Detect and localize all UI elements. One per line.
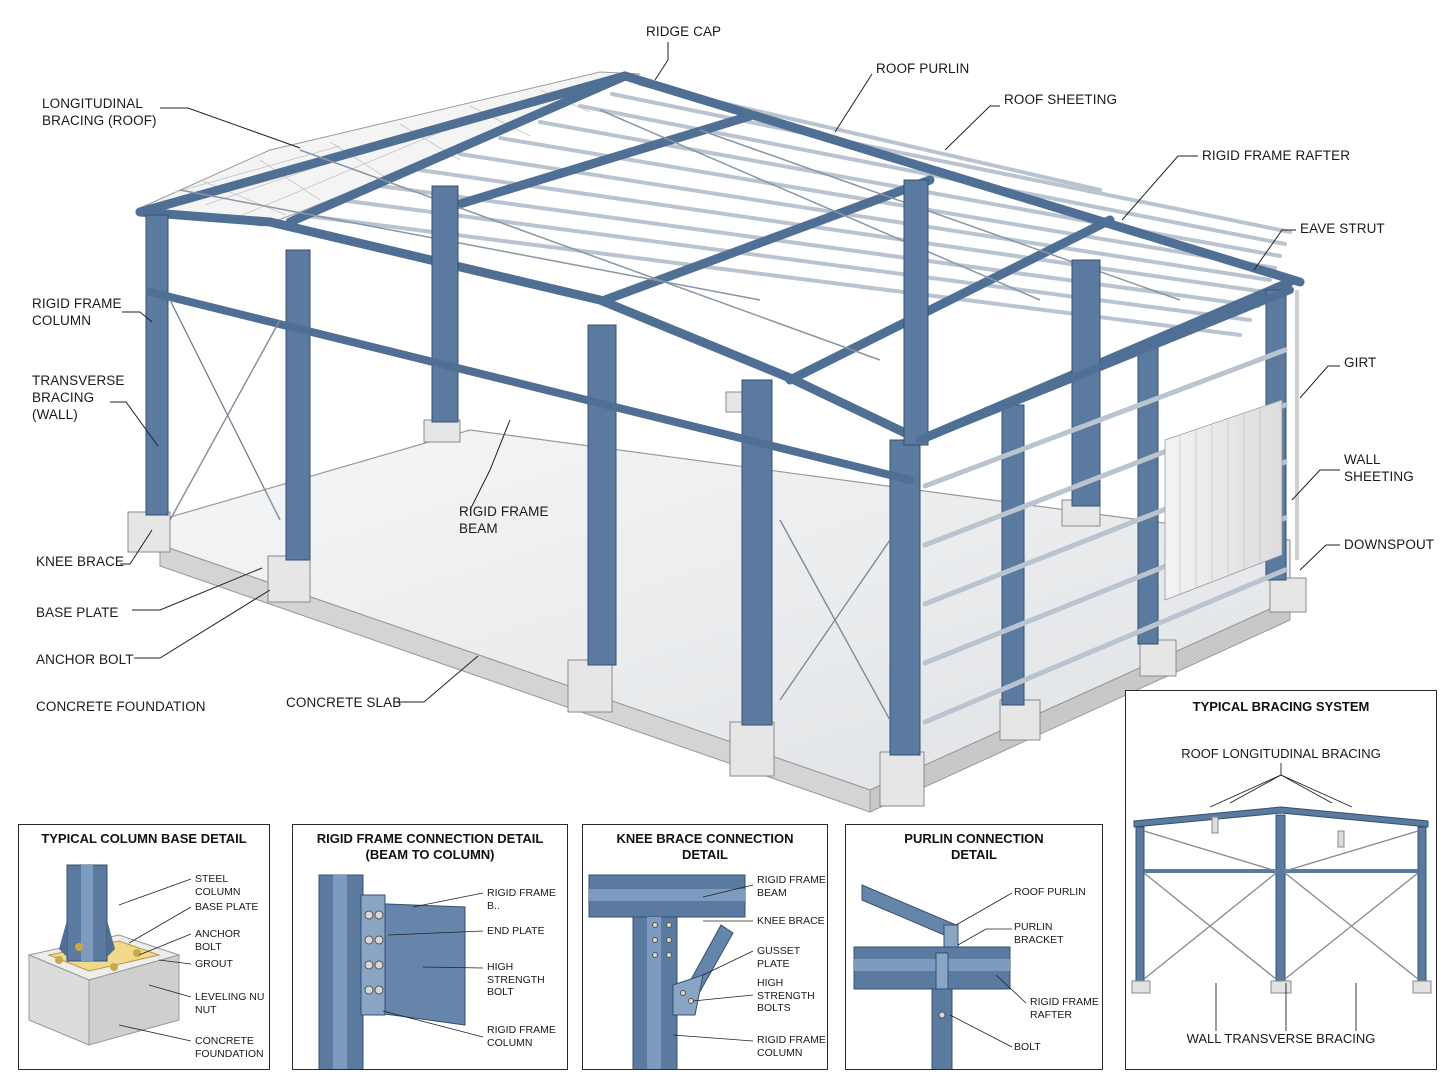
label-downspout: DOWNSPOUT [1344,537,1435,552]
panel-label: HIGH STRENGTH BOLTS [757,977,815,1014]
panel-label: RIGID FRAME B.. [487,887,556,912]
purlin-connection-drawing [853,884,1027,1069]
label-roof-longitudinal-bracing: ROOF LONGITUDINAL BRACING [1181,746,1381,761]
label-concrete-foundation: CONCRETE FOUNDATION [36,699,206,714]
label-knee-brace: KNEE BRACE [36,554,125,569]
concrete-slab [159,429,1291,813]
panel-label: PURLIN BRACKET [1014,921,1064,946]
rigid-frame-columns [145,179,1287,756]
panel-title: KNEE BRACE CONNECTION DETAIL [616,831,794,862]
label-roof-purlin: ROOF PURLIN [876,61,970,76]
label-rigid-frame-column: RIGID FRAME COLUMN [32,296,122,328]
label-wall-transverse-bracing: WALL TRANSVERSE BRACING [1186,1031,1376,1046]
wall-sheeting [1164,399,1283,601]
label-ridge-cap: RIDGE CAP [646,24,722,39]
panel-label: ANCHOR BOLT [195,928,241,953]
panel-label: RIGID FRAME BEAM [757,874,826,899]
panel-label: STEEL COLUMN [195,873,241,898]
label-anchor-bolt: ANCHOR BOLT [36,652,134,667]
bracing-system-drawing [1131,763,1432,1031]
label-wall-sheeting: WALL SHEETING [1344,452,1414,484]
rigid-frame-beams [146,286,1294,484]
panel-column-base-detail: TYPICAL COLUMN BASE DETAIL STEEL COLUMN … [18,824,270,1070]
label-rigid-frame-rafter: RIGID FRAME RAFTER [1202,148,1351,163]
label-concrete-slab: CONCRETE SLAB [286,695,402,710]
panel-title: TYPICAL BRACING SYSTEM [1192,699,1370,714]
panel-label: RIGID FRAME COLUMN [487,1024,556,1049]
panel-title: RIGID FRAME CONNECTION DETAIL (BEAM TO C… [316,831,544,862]
panel-label: RIGID FRAME RAFTER [1030,996,1099,1021]
panel-label: END PLATE [487,925,545,937]
panel-typical-bracing-system: TYPICAL BRACING SYSTEM [1125,690,1437,1070]
column-base-drawing [27,864,192,1046]
label-roof-sheeting: ROOF SHEETING [1004,92,1118,107]
label-base-plate: BASE PLATE [36,605,119,620]
panel-label: LEVELING NU NUT [195,991,265,1016]
panel-label: GUSSET PLATE [757,945,800,970]
panel-label: BASE PLATE [195,901,259,913]
panel-label: KNEE BRACE [757,915,825,927]
panel-label: HIGH STRENGTH BOLT [487,961,545,998]
label-girt: GIRT [1344,355,1377,370]
panel-title: TYPICAL COLUMN BASE DETAIL [41,831,247,846]
panel-label: CONCRETE FOUNDATION [195,1035,264,1060]
panel-label: ROOF PURLIN [1014,886,1086,898]
panel-label: BOLT [1014,1041,1041,1053]
concrete-footings [127,391,1307,807]
label-rigid-frame-beam: RIGID FRAME BEAM [459,504,549,536]
panel-knee-brace-connection-detail: KNEE BRACE CONNECTION DETAIL RIGID FRAME… [582,824,828,1070]
leader-lines [110,42,1340,703]
knee-brace-drawing [588,874,754,1069]
panel-rigid-frame-connection-detail: RIGID FRAME CONNECTION DETAIL (BEAM TO C… [292,824,568,1070]
panel-title: PURLIN CONNECTION DETAIL [904,831,1044,862]
label-longitudinal-bracing-roof: LONGITUDINAL BRACING (ROOF) [42,96,157,128]
label-transverse-bracing-wall: TRANSVERSE BRACING (WALL) [32,373,125,422]
wall-transverse-bracing [169,299,891,721]
frame-connection-drawing [318,874,484,1069]
panel-label: RIGID FRAME COLUMN [757,1034,826,1059]
label-eave-strut: EAVE STRUT [1300,221,1385,236]
panel-label: GROUT [195,958,233,970]
panel-purlin-connection-detail: PURLIN CONNECTION DETAIL ROOF PURLIN PUR… [845,824,1103,1070]
